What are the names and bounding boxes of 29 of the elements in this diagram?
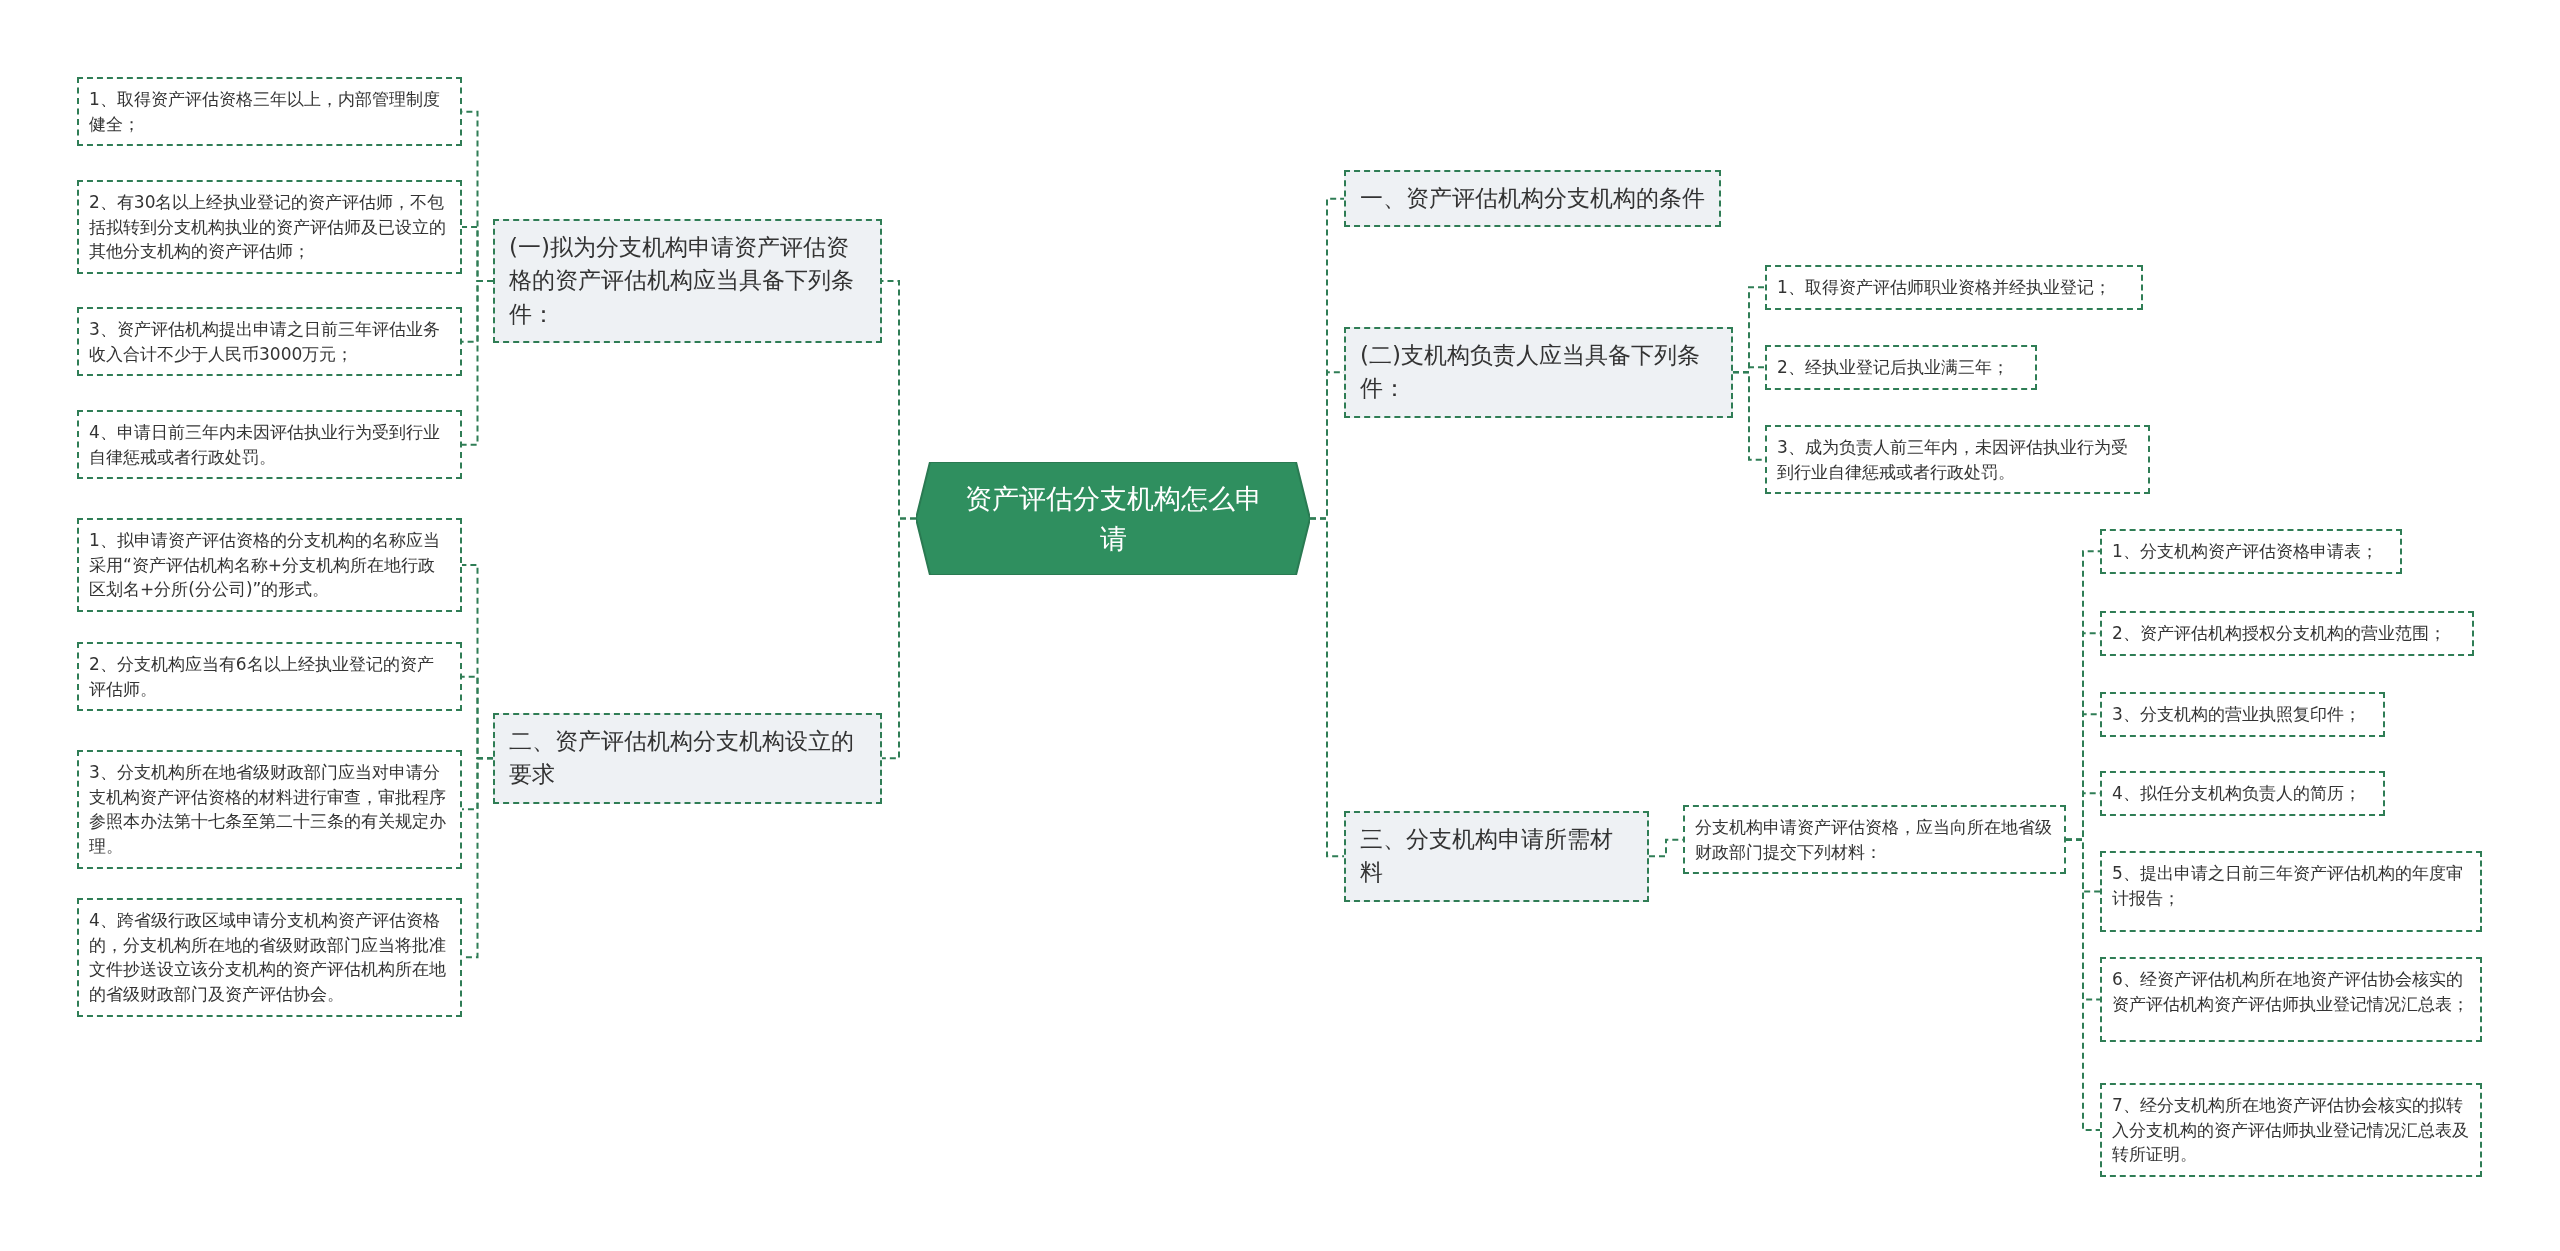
connector-line: [1309, 517, 1345, 858]
central-topic-hexagon: 资产评估分支机构怎么申请: [916, 462, 1310, 575]
connector-line: [461, 280, 494, 446]
subtopic-box: 2、分支机构应当有6名以上经执业登记的资产评估师。: [77, 642, 462, 712]
topic-box: 一、资产评估机构分支机构的条件: [1344, 170, 1721, 228]
subtopic-box: 3、资产评估机构提出申请之日前三年评估业务收入合计不少于人民币3000万元；: [77, 307, 462, 377]
subtopic-box: 1、取得资产评估师职业资格并经执业登记；: [1765, 265, 2143, 310]
subtopic-box: 2、资产评估机构授权分支机构的营业范围；: [2100, 611, 2474, 656]
subtopic-box: 4、拟任分支机构负责人的简历；: [2100, 771, 2385, 816]
subtopic-box: 4、跨省级行政区域申请分支机构资产评估资格的，分支机构所在地的省级财政部门应当将批准文件抄送设立该分支机构的资产评估机构所在地的省级财政部门及资产评估协会。: [77, 898, 462, 1017]
subtopic-box: 6、经资产评估机构所在地资产评估协会核实的资产评估机构资产评估师执业登记情况汇总表；: [2100, 957, 2482, 1042]
subtopic-box: 7、经分支机构所在地资产评估协会核实的拟转入分支机构的资产评估师执业登记情况汇总表及转所证明。: [2100, 1083, 2482, 1177]
subtopic-box: 3、分支机构所在地省级财政部门应当对申请分支机构资产评估资格的材料进行审查，审批程序参照本办法第十七条至第二十三条的有关规定办理。: [77, 750, 462, 869]
subtopic-box: 1、取得资产评估资格三年以上，内部管理制度健全；: [77, 77, 462, 147]
subtopic-box: 2、有30名以上经执业登记的资产评估师，不包括拟转到分支机构执业的资产评估师及已设立的其他分支机构的资产评估师；: [77, 180, 462, 274]
subtopic-box: 5、提出申请之日前三年资产评估机构的年度审计报告；: [2100, 851, 2482, 932]
topic-box: 三、分支机构申请所需材料: [1344, 811, 1649, 902]
subtopic-box: 3、分支机构的营业执照复印件；: [2100, 692, 2385, 737]
subtopic-box: 分支机构申请资产评估资格，应当向所在地省级财政部门提交下列材料：: [1683, 805, 2066, 875]
topic-box: 二、资产评估机构分支机构设立的要求: [493, 713, 882, 804]
connector-line: [881, 517, 917, 760]
subtopic-box: 4、申请日前三年内未因评估执业行为受到行业自律惩戒或者行政处罚。: [77, 410, 462, 480]
subtopic-box: 1、拟申请资产评估资格的分支机构的名称应当采用“资产评估机构名称+分支机构所在地行政区划名+分所(分公司)”的形式。: [77, 518, 462, 612]
subtopic-box: 2、经执业登记后执业满三年；: [1765, 345, 2037, 390]
subtopic-box: 1、分支机构资产评估资格申请表；: [2100, 529, 2402, 574]
topic-box: (一)拟为分支机构申请资产评估资格的资产评估机构应当具备下列条件：: [493, 219, 882, 344]
connector-line: [2065, 838, 2101, 1131]
topic-box: (二)支机构负责人应当具备下列条件：: [1344, 327, 1733, 418]
subtopic-box: 3、成为负责人前三年内，未因评估执业行为受到行业自律惩戒或者行政处罚。: [1765, 425, 2150, 495]
